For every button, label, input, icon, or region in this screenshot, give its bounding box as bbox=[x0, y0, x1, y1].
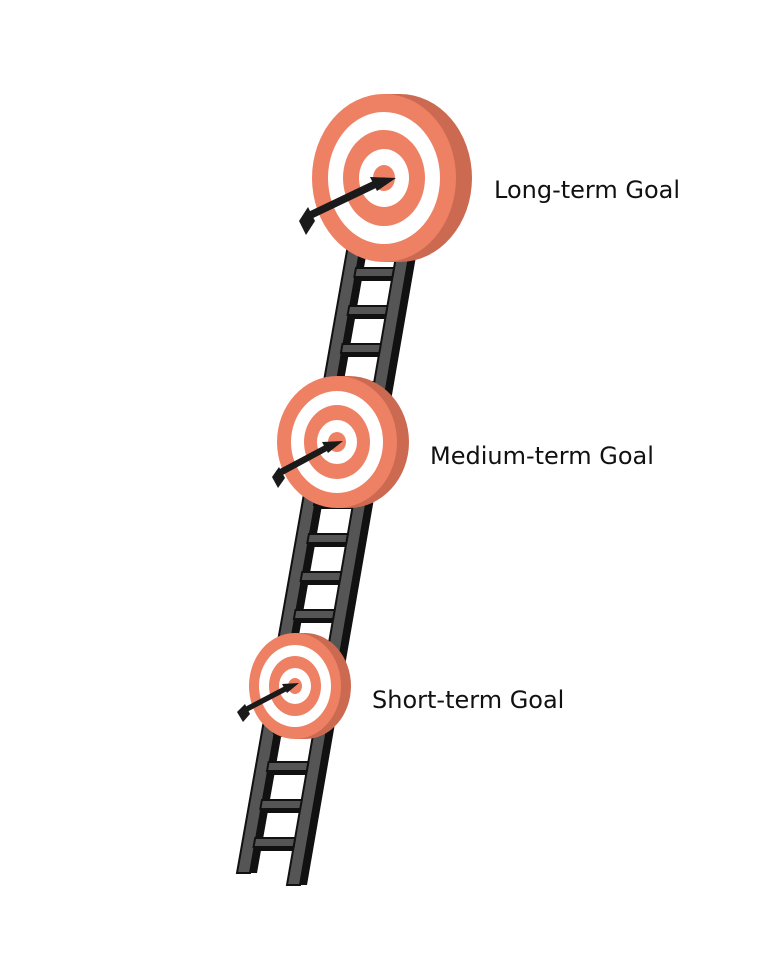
ladder-rung-shadow bbox=[266, 771, 307, 775]
ladder-rung bbox=[252, 837, 297, 848]
ladder-rail-right-shade bbox=[300, 245, 418, 885]
arrow-shaft bbox=[276, 445, 327, 477]
short-term-goal-target bbox=[237, 633, 351, 739]
arrow-icon bbox=[272, 441, 343, 488]
ladder-rung bbox=[339, 343, 383, 354]
ladder-rung bbox=[265, 761, 310, 772]
ladder-rung-shadow bbox=[252, 847, 294, 851]
arrow-icon bbox=[299, 177, 396, 235]
ladder-rung-shadow bbox=[259, 809, 301, 813]
ladder-rung-shadow bbox=[340, 353, 380, 357]
long-term-goal-label: Long-term Goal bbox=[494, 176, 680, 204]
arrow-fletching bbox=[272, 467, 285, 488]
ladder-icon bbox=[235, 244, 418, 886]
ladder-rung bbox=[292, 609, 336, 620]
arrow-fletching bbox=[237, 704, 250, 722]
medium-term-goal-label: Medium-term Goal bbox=[430, 442, 654, 470]
ladder-rung bbox=[346, 305, 389, 316]
medium-term-goal-target bbox=[272, 376, 409, 508]
long-term-goal-target bbox=[299, 94, 472, 262]
arrow-icon bbox=[237, 683, 299, 722]
ladder-rung-shadow bbox=[346, 315, 386, 319]
ladder-rung-shadow bbox=[353, 277, 393, 281]
ladder-rung bbox=[259, 799, 303, 810]
arrow-shaft bbox=[243, 686, 287, 713]
ladder-rail-left bbox=[235, 244, 363, 874]
arrow-head bbox=[370, 177, 396, 191]
ladder-rung-shadow bbox=[306, 543, 347, 547]
ladder-rung bbox=[306, 533, 350, 544]
arrow-fletching bbox=[299, 207, 315, 235]
ladder-rung bbox=[353, 267, 396, 278]
ladder-rung-shadow bbox=[293, 619, 334, 623]
arrow-shaft bbox=[306, 181, 376, 220]
ladder-rung bbox=[299, 571, 343, 582]
short-term-goal-label: Short-term Goal bbox=[372, 686, 564, 714]
ladder-rung-shadow bbox=[299, 581, 340, 585]
arrow-head bbox=[322, 441, 343, 453]
